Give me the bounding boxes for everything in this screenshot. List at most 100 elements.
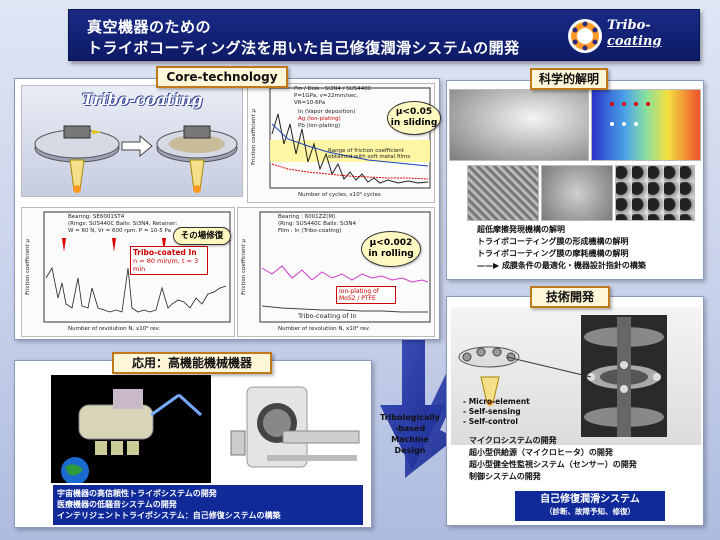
tech-features: - Micro-element - Self-sensing - Self-co… [463, 397, 530, 427]
space-robot-illustration [61, 389, 203, 485]
sliding-callout: μ<0.05 in sliding [387, 101, 441, 135]
chart3-tribo-label: Tribo-coating of In [298, 312, 357, 320]
bearing-logo-icon [568, 19, 602, 53]
chart3-box-1: Ion-plating of [339, 288, 379, 295]
chart2-box-2: n = 80 min/m, t = 3 min [133, 257, 199, 273]
science-conclusion: ——▶ 成膜条件の最適化・機器設計指針の構築 [477, 260, 646, 272]
title-line-2: トライボコーティング法を用いた自己修復潤滑システムの開発 [87, 39, 520, 57]
tech-dev-tag: 技術開発 [530, 286, 610, 308]
chart2-plot [43, 211, 231, 323]
chart1-legend-item-2: Ag (Ion-plating) [298, 116, 341, 122]
chart3-xlabel: Number of revolution N, x10⁶ rev. [278, 326, 371, 332]
center-label-3: Machine [391, 435, 429, 444]
sliding-callout-2: in sliding [390, 118, 438, 128]
tech-dev-panel: - Micro-element - Self-sensing - Self-co… [446, 296, 704, 526]
in-situ-repair-callout: その場修復 [173, 227, 231, 245]
rolling-callout-2: in rolling [368, 249, 414, 259]
science-arrow-text: 成膜条件の最適化・機器設計指針の構築 [501, 261, 646, 270]
tribology-design-label: Tribologically -based Machine Design [372, 412, 448, 456]
micrograph-top-left [449, 89, 589, 161]
chart2-xlabel: Number of revolution N, x10⁶ rev. [68, 326, 161, 332]
feature-self-sensing: - Self-sensing [463, 407, 521, 416]
chart1-series-in [271, 113, 429, 184]
tribo-coating-logo: Tribo- coating [563, 15, 693, 57]
science-bullet-1: 超低摩擦発現機構の解明 [477, 225, 565, 234]
micrograph-bottom-1 [467, 165, 539, 221]
chart1-legend-item-3: Pb (ion-plating) [298, 123, 341, 129]
application-item-3: インテリジェントトライボシステム：自己修復システムの構築 [57, 511, 281, 520]
center-label-4: Design [394, 446, 426, 455]
center-label-2: -based [394, 424, 426, 433]
chart1-legend-item-1: In (Vapor deposition) [298, 109, 356, 115]
arrow-core-to-application [380, 340, 445, 470]
chart2-tribo-box: Tribo-coated In n = 80 min/m, t = 3 min [130, 246, 208, 275]
chart1-range-note-2: obtained with soft metal films [328, 154, 411, 160]
self-repair-system-box: 自己修復潤滑システム （診断、故障予知、修復） [515, 491, 665, 521]
chart3-ylabel: Friction coefficient μ [240, 239, 247, 295]
science-tag: 科学的解明 [530, 68, 608, 90]
chart3-box-2: MoS2 / PTFE [339, 295, 376, 302]
feature-self-control: - Self-control [463, 417, 518, 426]
logo-text-2: coating [607, 34, 662, 49]
tech-item-1: マイクロシステムの開発 [469, 436, 557, 445]
title-bar: 真空機器のための トライボコーティング法を用いた自己修復潤滑システムの開発 Tr… [68, 9, 700, 61]
feature-micro-element: - Micro-element [463, 397, 530, 406]
chart3-info-1: Bearing : 6001ZZ(M) [278, 214, 336, 220]
chart2-info-1: Bearing: SE6001ST4 [68, 214, 125, 220]
rolling-callout: μ<0.002 in rolling [361, 231, 421, 267]
chart2-repair-markers [62, 238, 166, 252]
chart3-info-2: (Ring: SUS440C Balls: Si3N4 [278, 221, 356, 227]
chart1-legend-p: P=1GPa, v=22mm/sec, [294, 93, 359, 99]
application-item-2: 医療機器の低騒音システムの開発 [57, 500, 177, 509]
chart3-ion-box: Ion-plating of MoS2 / PTFE [336, 286, 396, 304]
application-item-1: 宇宙機器の高信頼性トライボシステムの開発 [57, 489, 217, 498]
micrograph-bottom-2 [541, 165, 613, 221]
chart1-xlabel: Number of cycles, x10³ cycles [298, 192, 381, 198]
chart2-info-2: (Rings: SUS440C Balls: Si3N4, Retainer: [68, 221, 178, 227]
simulation-map [591, 89, 701, 161]
tech-item-3: 超小型健全性監視システム（センサー）の開発 [469, 460, 637, 469]
tech-item-4: 制御システムの開発 [469, 472, 541, 481]
mri-figure [227, 371, 363, 483]
science-panel: 超低摩擦発現機構の解明 トライボコーティング膜の形成機構の解明 トライボコーティ… [446, 80, 704, 280]
chart1-series-pb [271, 123, 429, 167]
sliding-callout-1: μ<0.05 [395, 107, 433, 117]
right-arrow-icon: ——▶ [477, 261, 502, 270]
simulation-dots [610, 102, 650, 126]
mri-illustration [230, 386, 360, 468]
chart3-series-tribo [261, 305, 428, 313]
bearing-device-illustration [458, 315, 667, 437]
self-repair-system-title: 自己修復潤滑システム [540, 494, 640, 505]
core-technology-tag: Core-technology [156, 66, 288, 88]
micrograph-bottom-3 [615, 165, 695, 221]
chart2-series [45, 266, 227, 313]
application-tag: 応用：高機能機械機器 [112, 352, 272, 374]
chart1-series-ag [271, 163, 429, 180]
chart3-info-3: Film : In (Tribo-coating) [278, 228, 342, 234]
chart1-range-note-1: Range of friction coefficient [328, 148, 404, 154]
chart2-box-1: Tribo-coated In [133, 248, 197, 257]
core-technology-panel: Tribo-coating Pin / Disk : Si3N4 / SUS44… [14, 78, 441, 340]
chart2-ylabel: Friction coefficient μ [24, 239, 31, 295]
logo-text: Tribo- coating [607, 18, 662, 50]
application-list-box: 宇宙機器の高信頼性トライボシステムの開発 医療機器の低騒音システムの開発 インテ… [53, 485, 363, 525]
space-robot-figure [51, 375, 211, 485]
science-bullet-3: トライボコーティング膜の摩耗機構の解明 [477, 249, 629, 258]
chart2-info-3: W = 60 N, Vr = 600 rpm, P = 10-5 Pa [68, 228, 171, 234]
self-repair-system-sub: （診断、故障予知、修復） [545, 507, 635, 516]
title-line-1: 真空機器のための [87, 18, 212, 36]
chart1-ylabel: Friction coefficient μ [250, 109, 257, 165]
rolling-friction-chart: Bearing : 6001ZZ(M) (Ring: SUS440C Balls… [237, 207, 435, 337]
chart3-series-ion [261, 265, 429, 283]
tribo-coating-figure: Tribo-coating [21, 85, 243, 197]
tech-item-2: 超小型供給源（マイクロヒータ）の開発 [469, 448, 613, 457]
chart1-legend-vr: VR=10-6Pa [294, 100, 326, 106]
center-label-1: Tribologically [379, 413, 441, 422]
rolling-callout-1: μ<0.002 [369, 238, 413, 248]
logo-text-1: Tribo- [607, 18, 651, 33]
chart1-plot [269, 87, 431, 189]
tribo-coating-label: Tribo-coating [82, 90, 203, 109]
chart1-legend-title: Pin / Disk : Si3N4 / SUS440C [294, 86, 372, 92]
bearing-device-figure [451, 307, 701, 445]
science-bullet-2: トライボコーティング膜の形成機構の解明 [477, 237, 629, 246]
